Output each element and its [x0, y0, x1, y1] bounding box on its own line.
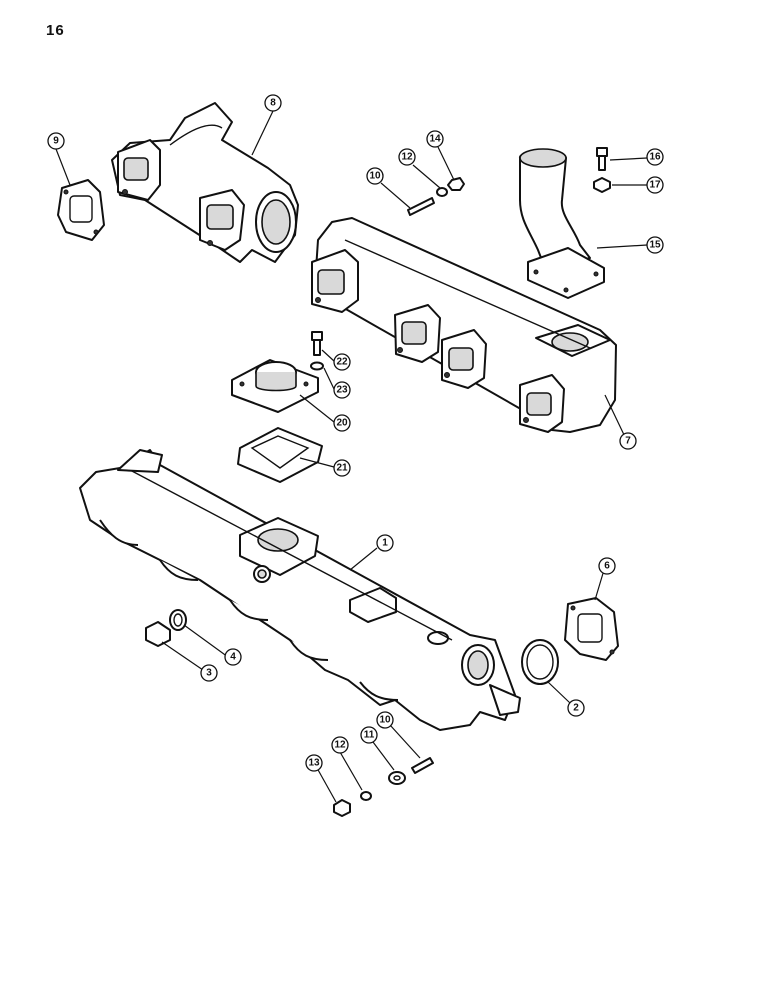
elbow-manifold-part-8: [111, 102, 299, 263]
flange-adapter-part-20: [231, 359, 319, 413]
svg-text:7: 7: [625, 436, 631, 447]
nut-part-13: [333, 799, 351, 817]
page-number: 16: [46, 22, 65, 39]
exhaust-pipe-part-15: [518, 148, 605, 299]
callout-13: 13: [305, 754, 323, 772]
svg-text:15: 15: [649, 240, 661, 251]
svg-text:17: 17: [649, 180, 661, 191]
svg-text:12: 12: [401, 152, 413, 163]
intake-manifold-part-1: [79, 449, 521, 731]
callout-12-top: 12: [398, 148, 416, 166]
washer-part-4: [169, 609, 187, 631]
callout-14: 14: [426, 130, 444, 148]
svg-text:14: 14: [429, 134, 441, 145]
stud-part-10-bottom: [411, 757, 434, 774]
svg-text:6: 6: [604, 561, 610, 572]
gasket-part-21: [237, 427, 323, 483]
svg-text:12: 12: [334, 740, 346, 751]
callout-16: 16: [646, 148, 664, 166]
leader-lines: [55, 110, 648, 803]
svg-text:8: 8: [270, 98, 276, 109]
callout-1: 1: [376, 534, 394, 552]
svg-text:9: 9: [53, 136, 59, 147]
exhaust-manifold-part-7: [311, 217, 617, 433]
washer-part-11: [388, 771, 406, 785]
svg-text:1: 1: [382, 538, 388, 549]
bolt-part-16: [596, 147, 608, 171]
bolt-part-22: [311, 331, 323, 356]
callout-10-top: 10: [366, 167, 384, 185]
svg-text:10: 10: [369, 171, 381, 182]
svg-text:21: 21: [336, 463, 348, 474]
svg-text:23: 23: [336, 385, 348, 396]
callout-12-bottom: 12: [331, 736, 349, 754]
svg-text:11: 11: [364, 730, 375, 741]
callout-6: 6: [598, 557, 616, 575]
callout-11: 11: [360, 726, 378, 744]
svg-text:10: 10: [379, 715, 391, 726]
callout-7: 7: [619, 432, 637, 450]
gasket-part-6: [564, 597, 619, 661]
stud-part-10-top: [407, 197, 435, 216]
svg-text:20: 20: [336, 418, 348, 429]
nut-part-14-top: [447, 177, 465, 191]
seal-ring-part-2: [521, 639, 559, 685]
callout-3: 3: [200, 664, 218, 682]
svg-text:13: 13: [308, 758, 320, 769]
washer-part-23: [310, 361, 324, 371]
nut-part-17: [593, 177, 611, 193]
callout-2: 2: [567, 699, 585, 717]
callout-23: 23: [333, 381, 351, 399]
callout-20: 20: [333, 414, 351, 432]
svg-text:2: 2: [573, 703, 579, 714]
callout-17: 17: [646, 176, 664, 194]
washer-part-12-bottom: [360, 791, 372, 801]
gasket-part-9: [57, 179, 105, 241]
callout-9: 9: [47, 132, 65, 150]
callout-10-bottom: 10: [376, 711, 394, 729]
callout-21: 21: [333, 459, 351, 477]
callout-22: 22: [333, 353, 351, 371]
plug-part-3: [145, 621, 171, 647]
callout-8: 8: [264, 94, 282, 112]
washer-part-12-top: [436, 187, 448, 197]
callout-15: 15: [646, 236, 664, 254]
svg-text:16: 16: [649, 152, 661, 163]
svg-text:3: 3: [206, 668, 212, 679]
svg-text:22: 22: [336, 357, 348, 368]
callout-4: 4: [224, 648, 242, 666]
svg-text:4: 4: [230, 652, 236, 663]
